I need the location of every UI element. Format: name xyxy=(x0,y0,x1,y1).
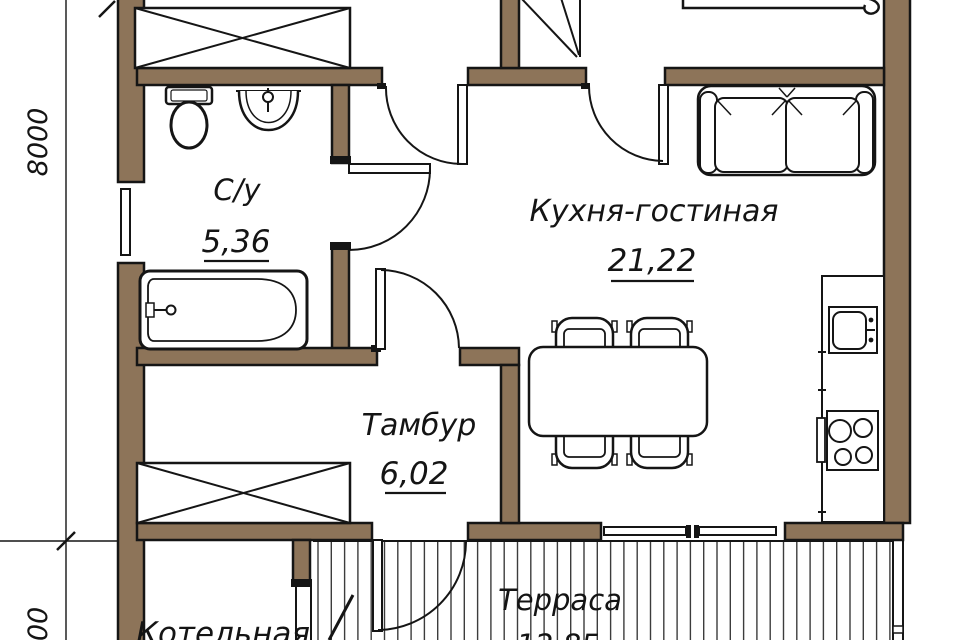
svg-text:Тамбур: Тамбур xyxy=(362,408,477,443)
window-left-wall xyxy=(120,188,131,256)
bathtub-icon xyxy=(138,269,309,351)
label-terrace: Терраса 12,85 xyxy=(498,583,622,640)
wash-basin-icon xyxy=(236,88,301,132)
wardrobe-vestibule xyxy=(135,461,352,525)
dining-table xyxy=(527,345,709,438)
svg-text:12,85: 12,85 xyxy=(516,628,599,640)
door-top-right xyxy=(581,83,669,165)
label-boiler: Котельная xyxy=(136,616,310,640)
label-bathroom: С/у 5,36 xyxy=(201,173,271,263)
toilet-icon xyxy=(164,85,214,150)
svg-text:С/у: С/у xyxy=(213,173,261,207)
kitchen-counter xyxy=(816,275,885,523)
stove-4-burner-icon xyxy=(816,410,879,471)
sofa-icon xyxy=(696,84,877,177)
label-kitchen-living: Кухня-гостиная 21,22 xyxy=(530,194,779,283)
door-leaf-boiler xyxy=(327,594,355,640)
svg-text:21,22: 21,22 xyxy=(608,243,697,279)
dimension-left: 8000 xyxy=(23,108,54,177)
svg-text:6,02: 6,02 xyxy=(379,456,448,492)
boiler-thin-wall xyxy=(291,579,312,640)
dining-table-4-chairs-icon xyxy=(527,316,709,470)
door-top-left xyxy=(377,83,468,165)
dimension-lines xyxy=(0,0,118,640)
svg-text:Кухня-гостиная: Кухня-гостиная xyxy=(530,194,779,229)
dimension-bottom-left: 00 xyxy=(23,607,54,640)
label-vestibule: Тамбур 6,02 xyxy=(362,408,477,495)
svg-text:Терраса: Терраса xyxy=(498,583,622,617)
terrace-railing xyxy=(892,540,904,640)
door-bathroom xyxy=(330,156,431,251)
exterior-walls xyxy=(116,0,912,640)
kitchen-sink-icon xyxy=(828,306,878,354)
svg-text:5,36: 5,36 xyxy=(201,224,270,260)
window-bottom-right xyxy=(686,525,777,538)
door-entrance xyxy=(372,539,467,632)
wardrobe-top xyxy=(133,6,352,70)
door-upper-room-partial xyxy=(521,0,581,58)
cabinet-top-right xyxy=(681,0,880,15)
svg-text:Котельная: Котельная xyxy=(136,616,310,640)
door-vestibule xyxy=(371,268,460,352)
window-bottom-left xyxy=(603,526,687,536)
interior-walls xyxy=(135,0,886,584)
